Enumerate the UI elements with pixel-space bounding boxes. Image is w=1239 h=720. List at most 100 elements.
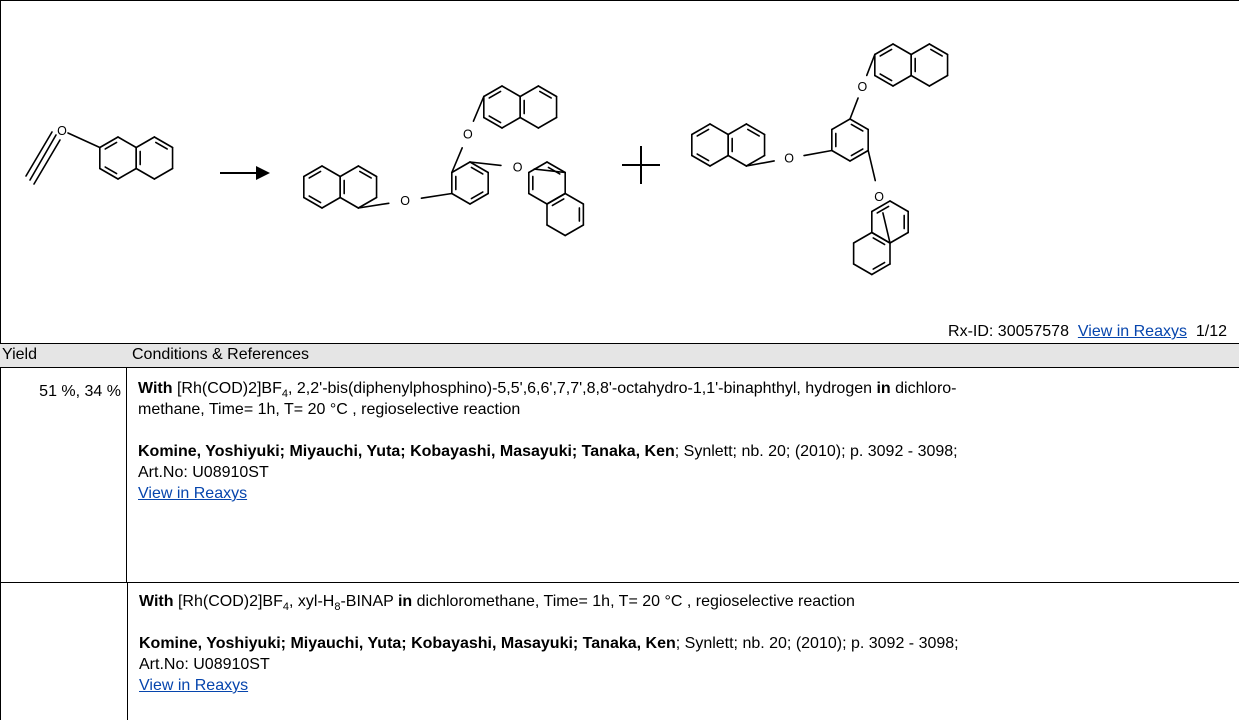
- bond: [321, 165, 341, 178]
- bond: [537, 116, 558, 129]
- bond: [910, 74, 931, 87]
- oxygen-atom: O: [57, 124, 67, 138]
- bond: [117, 136, 137, 149]
- triple-bond: [29, 134, 57, 181]
- bond: [451, 147, 464, 174]
- product-2-structure: OOO: [691, 43, 949, 276]
- conditions-cell: With [Rh(COD)2]BF4, xyl-H8-BINAP in dich…: [139, 591, 1237, 696]
- page-counter: 1/12: [1195, 323, 1227, 340]
- bond: [727, 123, 748, 136]
- table-header: Yield Conditions & References: [0, 343, 1239, 367]
- bond: [696, 153, 710, 162]
- bond: [104, 166, 118, 175]
- yield-value: 51 %, 34 %: [39, 383, 121, 400]
- bond: [850, 123, 864, 132]
- bond: [472, 95, 485, 122]
- bond: [519, 116, 540, 129]
- bond: [358, 170, 372, 179]
- arrow-head: [256, 166, 270, 180]
- bond: [339, 165, 360, 178]
- bond: [153, 167, 174, 180]
- view-in-reaxys-link[interactable]: View in Reaxys: [139, 677, 249, 694]
- bond: [745, 154, 766, 167]
- bond: [871, 200, 891, 213]
- bond: [135, 136, 156, 149]
- bond: [488, 90, 502, 99]
- bond: [928, 43, 949, 56]
- bond: [528, 161, 548, 174]
- bond: [357, 165, 378, 178]
- oxygen-atom: O: [400, 194, 410, 208]
- bond: [488, 115, 502, 124]
- bond: [546, 192, 566, 205]
- bond: [691, 154, 711, 167]
- bond: [849, 97, 859, 120]
- bond: [872, 261, 886, 270]
- bond: [451, 192, 471, 205]
- bond: [879, 48, 893, 57]
- bond: [308, 170, 322, 179]
- bond: [99, 167, 119, 180]
- conditions-cell: With [Rh(COD)2]BF4, 2,2'-bis(diphenylpho…: [138, 378, 1236, 504]
- bond: [153, 136, 174, 149]
- bond: [469, 192, 489, 205]
- bond: [420, 192, 453, 200]
- bond: [303, 196, 323, 209]
- header-conditions: Conditions & References: [132, 346, 309, 363]
- bond: [538, 90, 552, 99]
- bond: [879, 73, 893, 82]
- bond: [117, 167, 137, 180]
- bond: [321, 196, 341, 209]
- bond: [483, 85, 503, 98]
- bond: [745, 160, 775, 167]
- bond: [849, 118, 869, 131]
- oxygen-atom: O: [513, 160, 523, 174]
- bond: [551, 198, 565, 207]
- bond: [871, 263, 891, 276]
- bond: [339, 196, 360, 209]
- product-1-structure: OOO: [303, 85, 585, 237]
- bond: [546, 224, 566, 237]
- bond: [154, 141, 168, 150]
- bond: [852, 231, 873, 244]
- bond: [470, 166, 484, 175]
- bond: [867, 149, 877, 182]
- table-row: 51 %, 34 % With [Rh(COD)2]BF4, 2,2'-bis(…: [0, 367, 1239, 582]
- view-in-reaxys-link[interactable]: View in Reaxys: [1077, 323, 1187, 340]
- bond: [876, 205, 890, 214]
- yield-cell: [1, 583, 128, 720]
- bond: [501, 116, 521, 129]
- bond: [889, 200, 909, 213]
- bond: [882, 212, 891, 244]
- article-number: Art.No: U08910ST: [138, 464, 269, 481]
- bond: [849, 149, 869, 162]
- bond: [303, 165, 323, 178]
- bond: [533, 168, 566, 174]
- bond: [928, 74, 949, 87]
- bond: [727, 154, 748, 167]
- reference-text: Komine, Yoshiyuki; Miyauchi, Yuta; Kobay…: [138, 443, 958, 460]
- bond: [709, 154, 729, 167]
- bond: [803, 149, 833, 157]
- bond: [874, 74, 894, 87]
- conditions-text: With [Rh(COD)2]BF4, xyl-H8-BINAP in dich…: [139, 593, 855, 614]
- bond: [483, 116, 503, 129]
- bond: [831, 149, 851, 162]
- view-in-reaxys-link[interactable]: View in Reaxys: [138, 485, 248, 502]
- bond: [104, 141, 118, 150]
- bond: [308, 195, 322, 204]
- plus-sign: [622, 146, 660, 184]
- table-row: With [Rh(COD)2]BF4, xyl-H8-BINAP in dich…: [0, 582, 1239, 720]
- bond: [910, 43, 931, 56]
- reactant-structure: O: [25, 124, 174, 185]
- rx-id: Rx-ID: 30057578: [948, 323, 1069, 340]
- reaction-scheme: O OOO OOO: [25, 43, 949, 276]
- bond: [451, 161, 471, 174]
- bond: [745, 123, 766, 136]
- bond: [872, 237, 886, 246]
- bond: [67, 132, 101, 149]
- bond: [865, 53, 876, 77]
- bond: [528, 192, 548, 205]
- oxygen-atom: O: [858, 80, 868, 94]
- oxygen-atom: O: [874, 190, 884, 204]
